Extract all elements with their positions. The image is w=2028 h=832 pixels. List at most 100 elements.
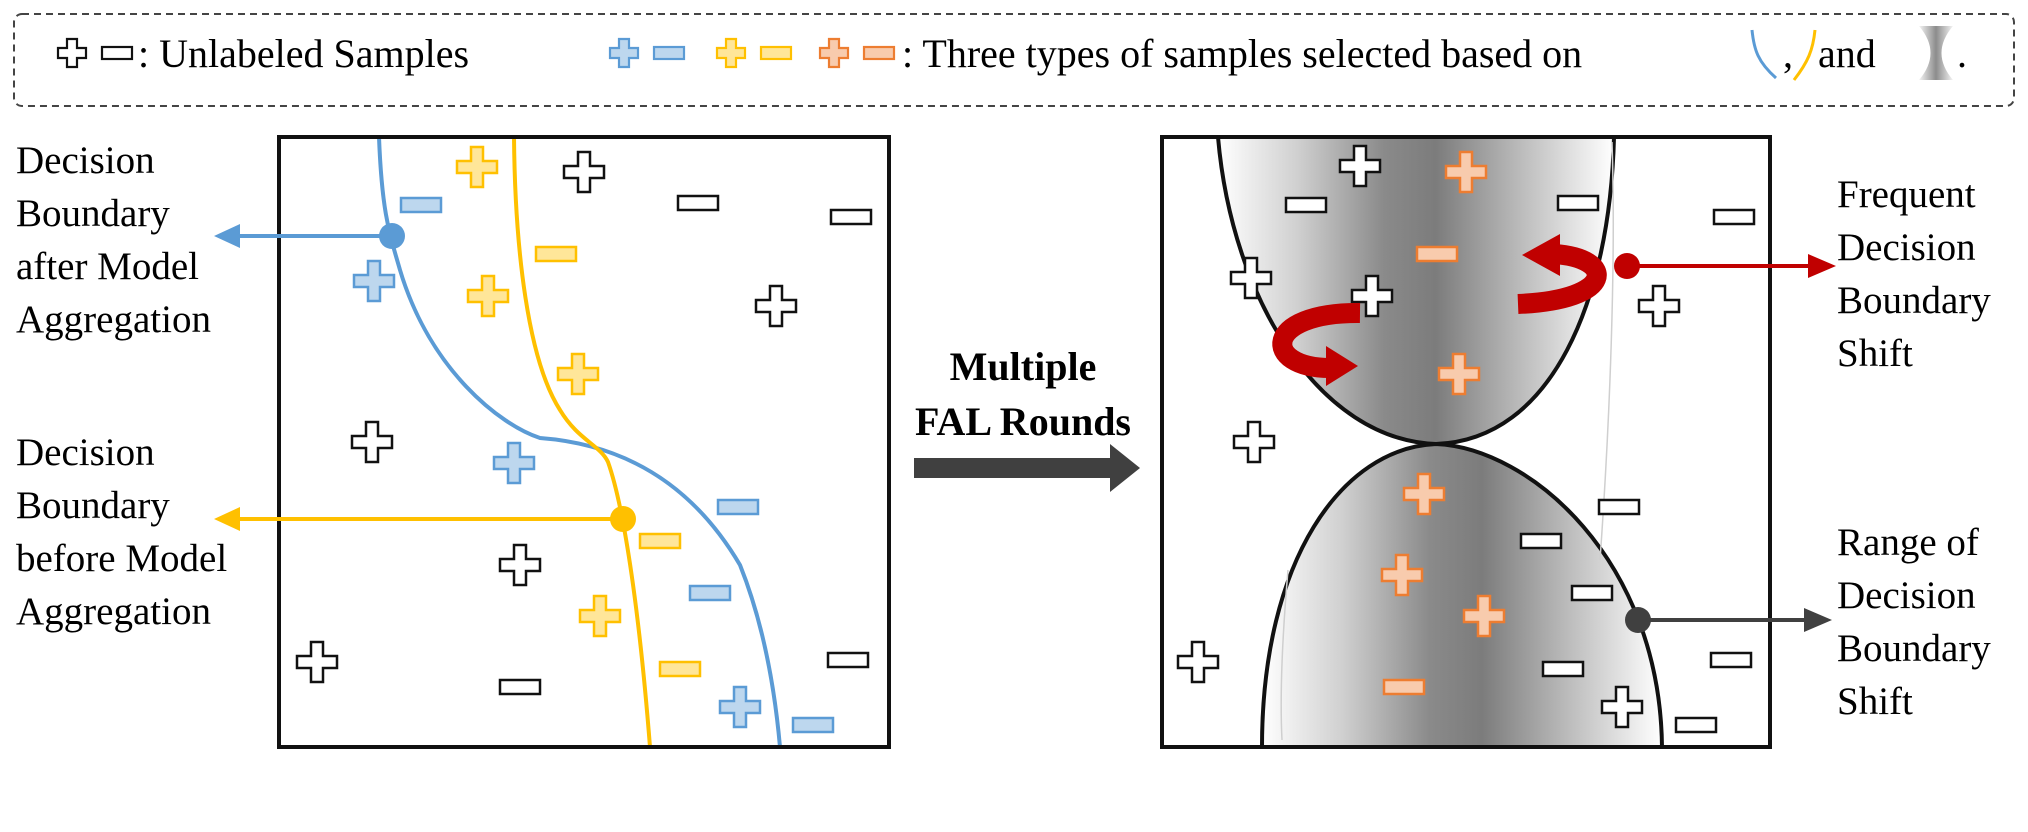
- range-shift-arrowhead: [1804, 608, 1832, 632]
- plus-sample: [492, 441, 536, 485]
- range-label-line-4: Shift: [1837, 680, 1913, 723]
- minus-sample: [791, 716, 835, 734]
- plus-sample: [1229, 256, 1273, 300]
- plus-sample: [754, 284, 798, 328]
- legend-yellow-minus-icon: [759, 45, 793, 61]
- minus-sample: [829, 208, 873, 226]
- before-label-line-2: Boundary: [16, 484, 170, 527]
- plus-sample: [1350, 274, 1394, 318]
- before-aggregation-label: Decision Boundary before Model Aggregati…: [16, 431, 237, 633]
- plus-sample: [1437, 352, 1481, 396]
- legend-blue-curve-icon: [1750, 29, 1777, 80]
- multiple-fal-rounds-arrow: Multiple FAL Rounds: [914, 344, 1140, 492]
- plus-sample: [718, 685, 762, 729]
- legend-unlabeled-text: : Unlabeled Samples: [138, 31, 469, 76]
- plus-sample: [1380, 553, 1424, 597]
- right-panel-frame: [1160, 135, 1772, 749]
- minus-sample: [1674, 716, 1718, 734]
- legend-yellow-curve-icon: [1792, 29, 1817, 81]
- legend-blue-plus-icon: [608, 37, 640, 69]
- left-samples: [295, 145, 873, 734]
- range-shift-dot: [1625, 607, 1651, 633]
- plus-sample: [1444, 150, 1488, 194]
- plus-sample: [295, 640, 339, 684]
- legend-blue-minus-icon: [652, 45, 686, 61]
- legend-unlabeled-plus-icon: [56, 37, 88, 69]
- minus-sample: [399, 196, 443, 214]
- red-rotation-arrow-right: [1517, 234, 1607, 314]
- plus-sample: [350, 420, 394, 464]
- minus-sample: [1709, 651, 1753, 669]
- range-shift-label: Range of Decision Boundary Shift: [1837, 521, 2001, 723]
- before-label-line-1: Decision: [16, 431, 155, 474]
- after-label-line-2: Boundary: [16, 192, 170, 235]
- faint-inner-curve-low: [1280, 569, 1289, 741]
- plus-sample: [498, 543, 542, 587]
- after-aggregation-arrowhead: [214, 224, 240, 248]
- blue-decision-boundary: [377, 137, 782, 747]
- range-label-line-2: Decision: [1837, 574, 1976, 617]
- plus-sample: [466, 274, 510, 318]
- range-label-line-1: Range of: [1837, 521, 1979, 564]
- plus-sample: [578, 594, 622, 638]
- before-label-line-4: Aggregation: [16, 590, 211, 633]
- minus-sample: [716, 498, 760, 516]
- yellow-decision-boundary: [512, 137, 652, 747]
- minus-sample: [1415, 245, 1459, 263]
- plus-sample: [1462, 594, 1506, 638]
- frequent-label-line-3: Boundary: [1837, 279, 1991, 322]
- arrow-label-line-2: FAL Rounds: [915, 399, 1131, 444]
- plus-sample: [455, 145, 499, 189]
- minus-sample: [498, 678, 542, 696]
- before-aggregation-dot: [610, 506, 636, 532]
- after-aggregation-label: Decision Boundary after Model Aggregatio…: [16, 139, 211, 341]
- legend-orange-minus-icon: [862, 45, 896, 61]
- legend-yellow-plus-icon: [715, 37, 747, 69]
- frequent-label-line-1: Frequent: [1837, 173, 1976, 216]
- plus-sample: [1600, 685, 1644, 729]
- legend-gray-range-icon: [1919, 26, 1953, 80]
- before-aggregation-arrowhead: [214, 507, 240, 531]
- minus-sample: [1541, 660, 1585, 678]
- legend-orange-plus-icon: [818, 37, 850, 69]
- frequent-shift-label: Frequent Decision Boundary Shift: [1837, 173, 2001, 375]
- minus-sample: [638, 532, 682, 550]
- minus-sample: [1597, 498, 1641, 516]
- minus-sample: [1556, 194, 1600, 212]
- legend-unlabeled-minus-icon: [100, 45, 134, 61]
- plus-sample: [556, 352, 600, 396]
- right-panel: Frequent Decision Boundary Shift Range o…: [1160, 135, 2001, 749]
- legend-frame: [13, 13, 2015, 107]
- legend-and-text: and: [1818, 31, 1876, 76]
- plus-sample: [352, 259, 396, 303]
- range-label-line-3: Boundary: [1837, 627, 1991, 670]
- red-rotation-arrow-left: [1272, 302, 1361, 386]
- legend-period: .: [1957, 31, 1967, 76]
- legend-types-text: : Three types of samples selected based …: [902, 31, 1582, 76]
- plus-sample: [562, 150, 606, 194]
- frequent-shift-dot: [1614, 253, 1640, 279]
- minus-sample: [688, 584, 732, 602]
- frequent-label-line-2: Decision: [1837, 226, 1976, 269]
- minus-sample: [1382, 678, 1426, 696]
- after-label-line-3: after Model: [16, 245, 199, 288]
- plus-sample: [1232, 420, 1276, 464]
- right-samples: [1176, 144, 1756, 734]
- minus-sample: [1712, 208, 1756, 226]
- minus-sample: [1284, 196, 1328, 214]
- left-panel: Decision Boundary after Model Aggregatio…: [16, 135, 891, 749]
- legend-comma: ,: [1783, 31, 1793, 76]
- after-aggregation-dot: [379, 223, 405, 249]
- after-label-line-4: Aggregation: [16, 298, 211, 341]
- after-label-line-1: Decision: [16, 139, 155, 182]
- plus-sample: [1637, 284, 1681, 328]
- minus-sample: [658, 660, 702, 678]
- legend: : Unlabeled Samples : Three types of sam…: [13, 13, 2015, 107]
- frequent-label-line-4: Shift: [1837, 332, 1913, 375]
- left-panel-frame: [277, 135, 891, 749]
- minus-sample: [826, 651, 870, 669]
- frequent-shift-arrowhead: [1808, 254, 1836, 278]
- minus-sample: [1570, 584, 1614, 602]
- plus-sample: [1338, 144, 1382, 188]
